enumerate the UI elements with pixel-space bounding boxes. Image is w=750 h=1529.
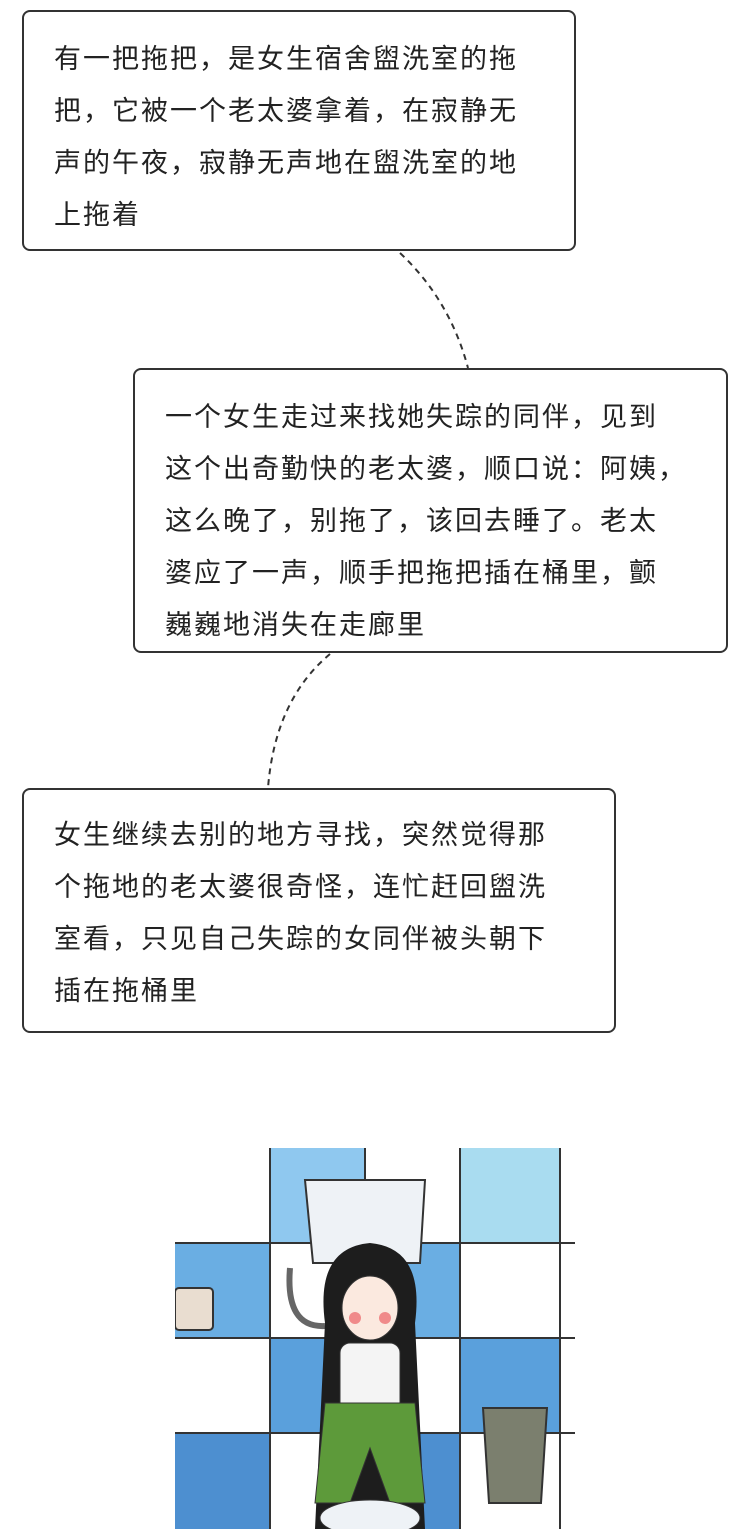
- text-line: 这个出奇勤快的老太婆，顺口说：阿姨，: [165, 454, 687, 485]
- toilet-tank: [303, 1179, 427, 1264]
- narration-box-3: 女生继续去别的地方寻找，突然觉得那 个拖地的老太婆很奇怪，连忙赶回盥洗 室看，只…: [22, 788, 616, 1033]
- text-line: 把，它被一个老太婆拿着，在寂静无: [54, 96, 518, 127]
- text-line: 婆应了一声，顺手把拖把插在桶里，颤: [165, 558, 658, 589]
- paper-holder: [175, 1287, 214, 1331]
- text-line: 一个女生走过来找她失踪的同伴，见到: [165, 402, 658, 433]
- text-line: 室看，只见自己失踪的女同伴被头朝下: [54, 924, 547, 955]
- text-line: 这么晚了，别拖了，该回去睡了。老太: [165, 506, 658, 537]
- text-line: 个拖地的老太婆很奇怪，连忙赶回盥洗: [54, 872, 547, 903]
- narration-box-2: 一个女生走过来找她失踪的同伴，见到 这个出奇勤快的老太婆，顺口说：阿姨， 这么晚…: [133, 368, 728, 653]
- text-line: 插在拖桶里: [54, 976, 199, 1007]
- connector-2-3: [267, 653, 331, 789]
- narration-box-1: 有一把拖把，是女生宿舍盥洗室的拖 把，它被一个老太婆拿着，在寂静无 声的午夜，寂…: [22, 10, 576, 251]
- girl: [314, 1243, 426, 1529]
- text-line: 巍巍地消失在走廊里: [165, 610, 426, 641]
- text-line: 有一把拖把，是女生宿舍盥洗室的拖: [54, 44, 518, 75]
- text-line: 上拖着: [54, 200, 141, 231]
- connector-1-2: [399, 252, 469, 369]
- text-line: 声的午夜，寂静无声地在盥洗室的地: [54, 148, 518, 179]
- bathroom-illustration: [175, 1148, 575, 1529]
- text-line: 女生继续去别的地方寻找，突然觉得那: [54, 820, 547, 851]
- trash-bin: [481, 1407, 549, 1504]
- pipe: [286, 1267, 326, 1330]
